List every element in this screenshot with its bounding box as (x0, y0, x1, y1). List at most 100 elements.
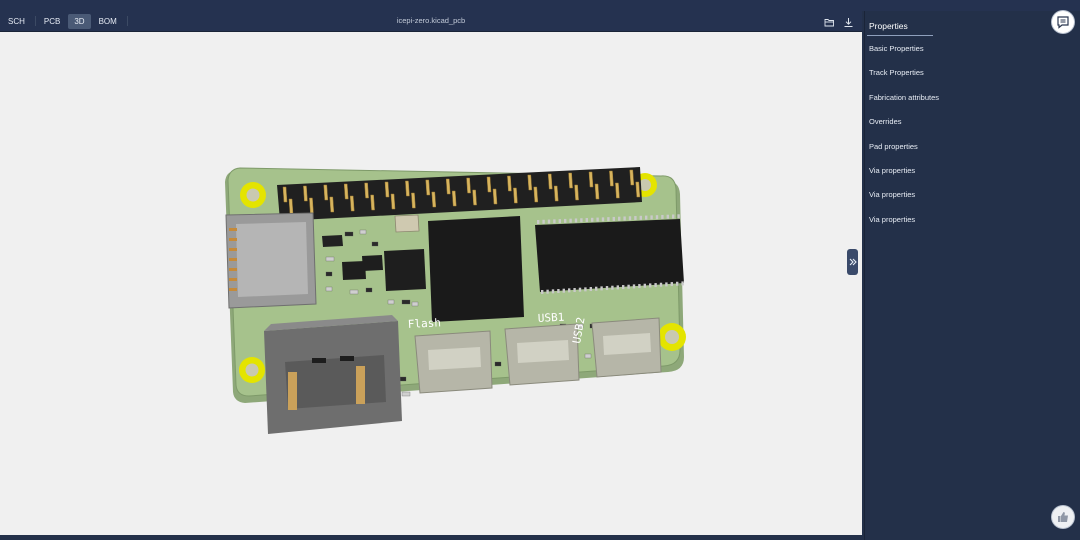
sdram-pin (562, 288, 565, 293)
gpio-pin (370, 194, 375, 211)
gpio-pin (451, 190, 457, 207)
flash-chip (384, 249, 426, 291)
hdmi-clip (356, 366, 365, 404)
panel-title: Properties (869, 21, 908, 31)
usb-c-flash (414, 330, 493, 394)
silk-label-usb1: USB1 (537, 311, 564, 325)
tab-sch[interactable]: SCH (8, 16, 25, 26)
gpio-pin (553, 185, 559, 202)
passive-component (344, 231, 354, 237)
sd-card-pins (229, 228, 237, 291)
tab-divider (34, 16, 36, 26)
gpio-pin (303, 185, 308, 202)
tab-divider (126, 16, 128, 26)
sdram-pin (568, 288, 571, 293)
tab-pcb[interactable]: PCB (43, 16, 61, 26)
sdram-pin (659, 282, 663, 287)
gpio-pin (635, 181, 641, 198)
sdram-pin (580, 218, 583, 223)
property-section-basic[interactable]: Basic Properties (869, 44, 924, 53)
sdram-pin (634, 216, 637, 221)
gpio-pin (588, 171, 594, 188)
gpio-pin (288, 198, 294, 215)
sdram-pin (546, 289, 549, 294)
smd-ic (362, 255, 383, 271)
gpio-pin (390, 193, 396, 210)
gpio-pin (594, 183, 600, 200)
passive-component (399, 376, 407, 382)
sdram-pin (677, 214, 680, 219)
sdram-pin (569, 218, 572, 223)
passive-component (325, 286, 333, 292)
usb-c-usb2 (591, 317, 662, 378)
fpga-chip (428, 216, 524, 322)
properties-list: Basic Properties Track Properties Fabric… (869, 44, 939, 239)
sdram-pin (557, 289, 560, 294)
property-section-track[interactable]: Track Properties (869, 68, 924, 78)
property-section-via[interactable]: Via properties (869, 214, 916, 224)
viewer-toolbar: SCH PCB 3D BOM icepi-zero.kicad_pcb (0, 11, 862, 32)
gpio-pin (472, 189, 477, 206)
sdram-pin (601, 217, 605, 222)
gpio-pin (411, 192, 416, 209)
sdram-pin (537, 220, 540, 224)
sdram-pin (573, 288, 576, 293)
sdram-pin (595, 286, 598, 291)
usb-c-usb1 (504, 323, 580, 386)
gpio-pin (533, 186, 539, 203)
sdram-pin (618, 216, 621, 221)
gpio-pin (349, 195, 355, 212)
sdram-pin (639, 215, 642, 220)
passive-component (387, 299, 395, 305)
download-icon[interactable] (843, 15, 854, 27)
chat-button[interactable] (1052, 11, 1074, 33)
feedback-button[interactable] (1052, 506, 1074, 528)
chat-icon (1057, 16, 1069, 29)
sdram-pin (623, 216, 626, 221)
passive-component (401, 299, 411, 305)
sdram-pin (616, 285, 619, 290)
sdram-pin (564, 218, 567, 223)
sdram-pin (558, 219, 561, 224)
tab-3d[interactable]: 3D (68, 13, 91, 29)
passive-component (584, 353, 592, 359)
property-section-via[interactable]: Via properties (869, 190, 916, 200)
passive-component (365, 287, 373, 293)
collapse-panel-button[interactable] (847, 249, 858, 275)
sdram-pin (638, 284, 641, 289)
sdram-pin (596, 217, 599, 222)
sdram-pin (542, 219, 545, 224)
property-section-via[interactable]: Via properties (869, 165, 916, 175)
gpio-pin (568, 172, 573, 189)
3d-viewport[interactable]: Flash USB1 USB2 (0, 32, 862, 535)
pcb-3d-render[interactable]: Flash USB1 USB2 (0, 32, 862, 535)
hdmi-slot (340, 356, 354, 361)
sdram-pin (612, 216, 615, 221)
gpio-pin (431, 191, 437, 208)
sdram-pin (591, 217, 594, 222)
gpio-pin (309, 197, 314, 214)
sdram-pin (670, 282, 673, 287)
tab-bom[interactable]: BOM (98, 16, 117, 26)
sdram-pin (665, 282, 668, 287)
gpio-pin (329, 196, 335, 213)
gpio-pin (574, 184, 579, 201)
gpio-pin (445, 178, 451, 195)
sdram-pin (676, 281, 679, 286)
property-section-fabrication[interactable]: Fabrication attributes (869, 92, 940, 102)
sdram-pin (605, 286, 609, 291)
sdram-pin (681, 281, 684, 286)
gpio-pin (629, 169, 635, 186)
sdram-pin (645, 215, 648, 220)
gpio-pins (282, 169, 641, 215)
hdmi-clip (288, 372, 297, 410)
sdram-pin (650, 215, 653, 220)
property-section-pad[interactable]: Pad properties (869, 141, 918, 151)
sdram-pin (666, 214, 669, 219)
gpio-pin (384, 181, 390, 198)
property-section-overrides[interactable]: Overrides (869, 117, 902, 127)
gpio-pin (323, 184, 329, 201)
folder-open-icon[interactable] (824, 15, 835, 27)
status-strip (0, 535, 862, 540)
gpio-pin (425, 179, 431, 196)
